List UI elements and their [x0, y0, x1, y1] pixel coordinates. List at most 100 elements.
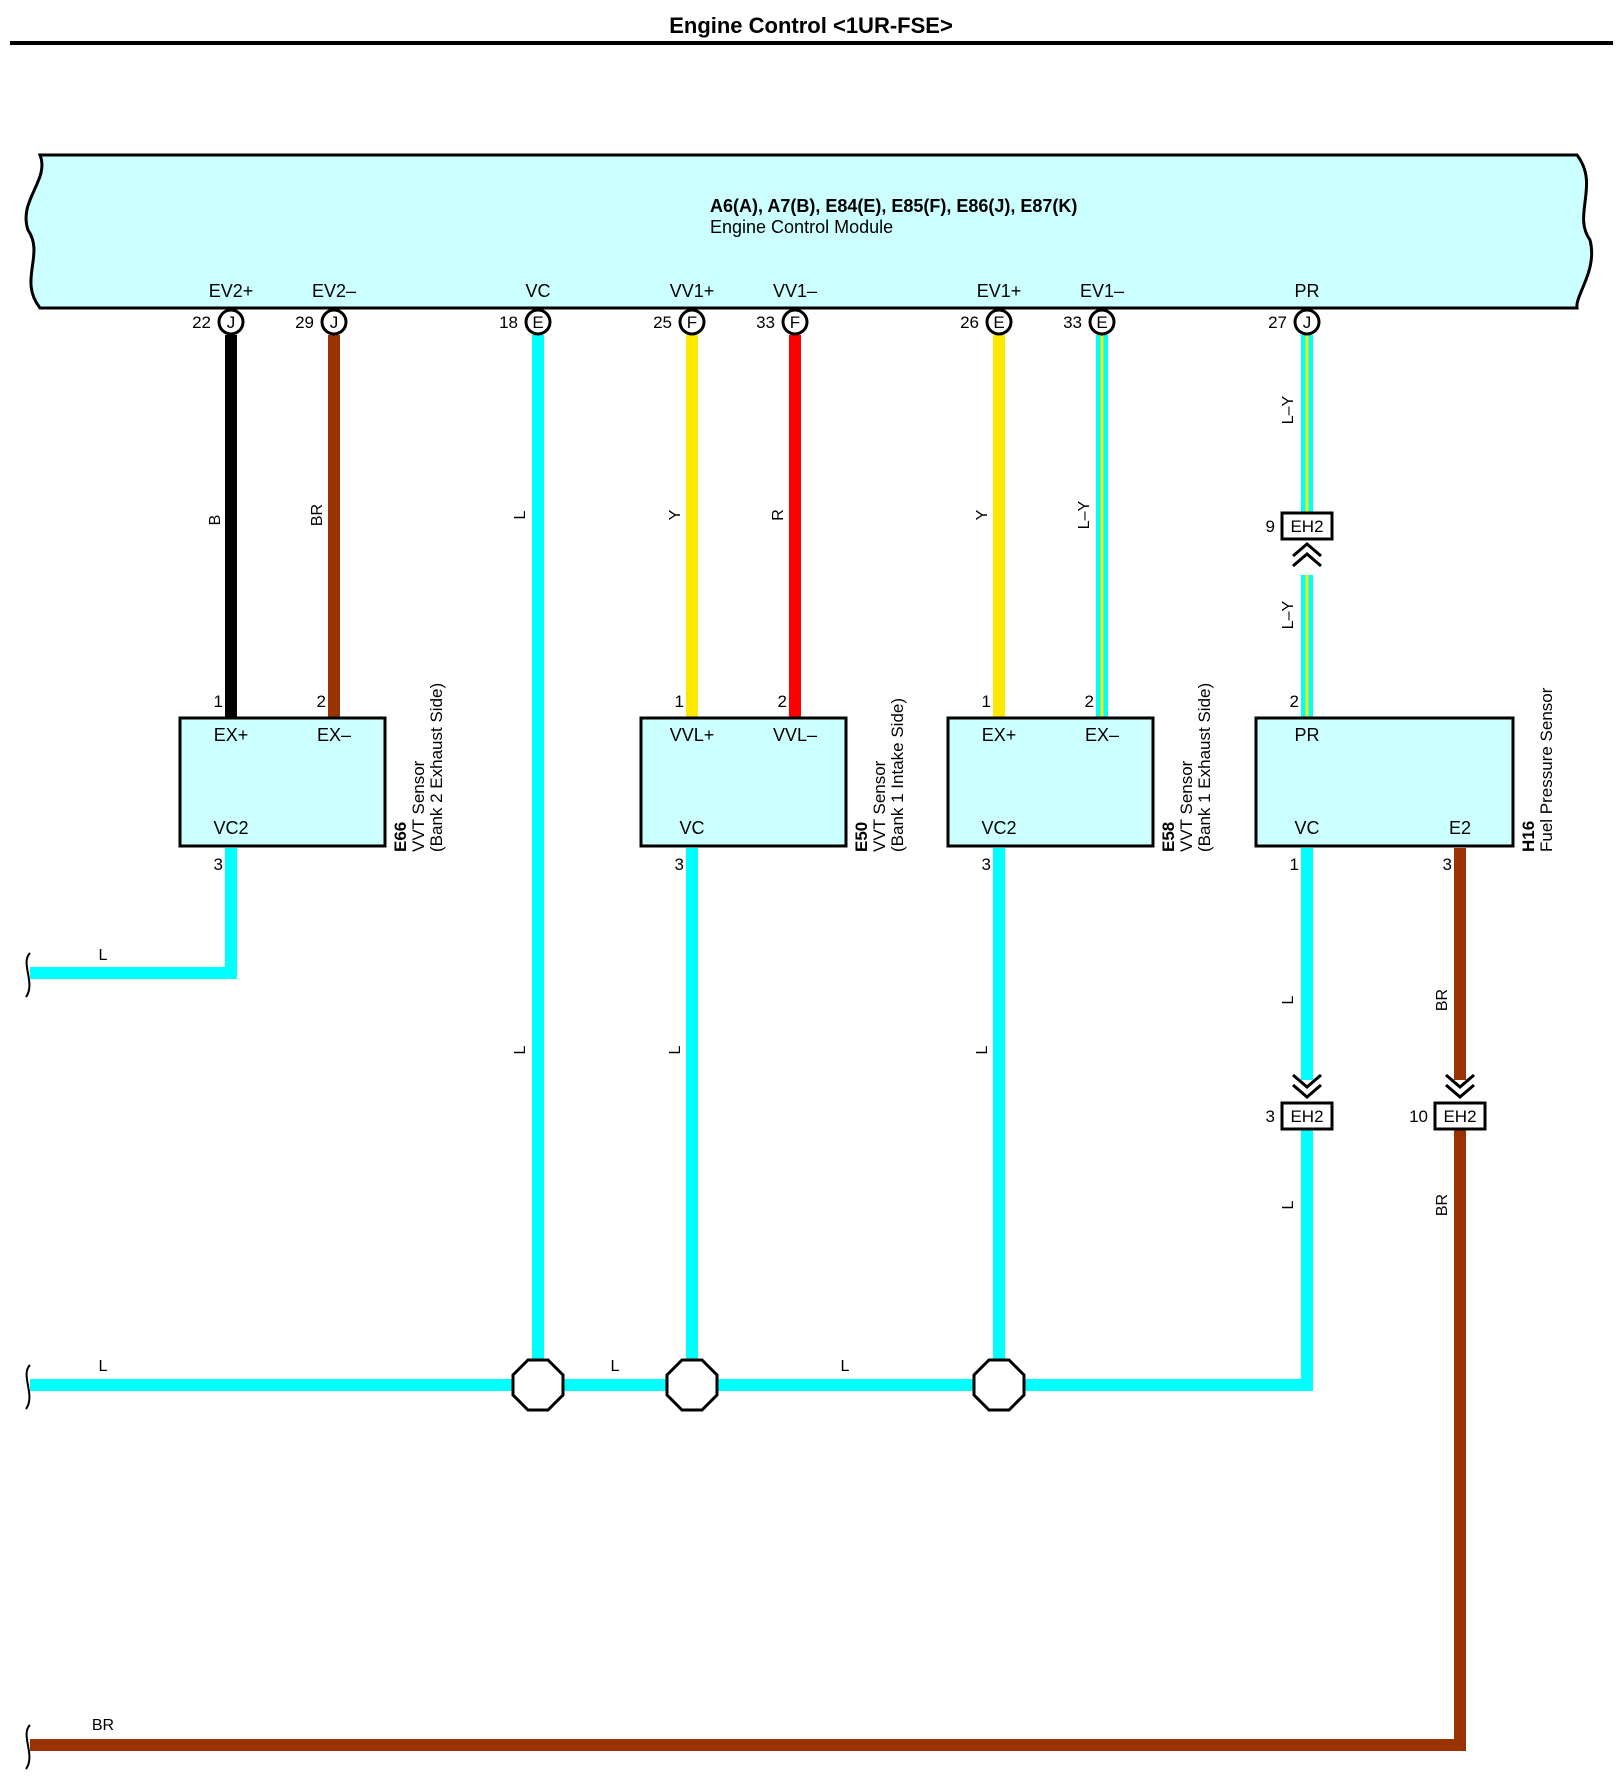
ecm-terminal-pr-conn: J	[1303, 313, 1312, 332]
ecm-pin-label-ev1m: EV1–	[1080, 281, 1124, 301]
e58-desc: (Bank 1 Exhaust Side)	[1195, 683, 1214, 852]
e58-pin1-num: 1	[982, 692, 991, 711]
ecm-terminal-vc-conn: E	[532, 313, 543, 332]
inline-connectors: EH2 9 EH2 3 EH2 10	[1266, 511, 1487, 1131]
e50-desc: (Bank 1 Intake Side)	[888, 698, 907, 852]
splices	[511, 1358, 1026, 1412]
ecm-terminal-ev2p-conn: J	[227, 313, 236, 332]
wire-label-br-h16-lower: BR	[1434, 1194, 1451, 1216]
h16-name: Fuel Pressure Sensor	[1537, 687, 1556, 852]
wire-label-r: R	[770, 509, 787, 521]
ecm-terminal-ev2m: J 29	[295, 308, 348, 336]
splice-e58	[972, 1358, 1026, 1412]
h16-pin3-num: 3	[1443, 855, 1452, 874]
ecm-terminal-pr-num: 27	[1268, 313, 1287, 332]
eh2-10-pin: 10	[1409, 1107, 1428, 1126]
inline-connector-eh2-10: EH2 10	[1409, 1073, 1487, 1131]
eh2-3-pin: 3	[1266, 1107, 1275, 1126]
inline-connector-eh2-3: EH2 3	[1266, 1073, 1334, 1131]
wire-label-br-bottom: BR	[92, 1717, 114, 1734]
ecm-terminal-pr: J 27	[1268, 308, 1321, 336]
e58-code: E58	[1159, 822, 1178, 852]
ecm-terminal-ev1m-conn: E	[1096, 313, 1107, 332]
e50-code: E50	[852, 822, 871, 852]
ecm-terminal-ev2p-num: 22	[192, 313, 211, 332]
wire-e66-vc2	[30, 848, 237, 979]
wire-label-l-vc-upper: L	[512, 510, 529, 519]
ecm-box	[24, 153, 1594, 310]
e50-pin2-label: VVL–	[773, 725, 817, 745]
splice-e50	[665, 1358, 719, 1412]
wires	[30, 335, 1466, 1751]
e66-code: E66	[391, 822, 410, 852]
e66-pin1-num: 1	[214, 692, 223, 711]
wire-label-y-ev1p: Y	[974, 509, 991, 520]
e50-pin3-num: 3	[675, 855, 684, 874]
e66-name: VVT Sensor	[409, 760, 428, 852]
wire-label-l-h16-upper: L	[1280, 995, 1297, 1004]
e50-name: VVT Sensor	[870, 760, 889, 852]
wire-labels: B BR L Y R Y L–Y L–Y L–Y L L L L L L BR …	[92, 395, 1451, 1734]
ecm-pin-label-pr: PR	[1294, 281, 1319, 301]
e50-pin3-label: VC	[679, 818, 704, 838]
ecm-pin-label-ev2p: EV2+	[209, 281, 254, 301]
ecm-name: Engine Control Module	[710, 217, 893, 237]
eh2-3-name: EH2	[1290, 1107, 1323, 1126]
ecm-pin-label-vv1m: VV1–	[773, 281, 817, 301]
wire-label-l-e50: L	[667, 1045, 684, 1054]
ecm-terminal-ev2p: J 22	[192, 308, 245, 336]
ecm-pin-label-ev1p: EV1+	[977, 281, 1022, 301]
splice-vc	[511, 1358, 565, 1412]
h16-pin3-label: E2	[1449, 818, 1471, 838]
e50-pin2-num: 2	[778, 692, 787, 711]
e66-pin3-num: 3	[214, 855, 223, 874]
wire-label-ly-pr-upper: L–Y	[1280, 395, 1297, 424]
inline-connector-eh2-9: EH2 9	[1266, 511, 1334, 568]
ecm-terminal-ev2m-conn: J	[330, 313, 339, 332]
wire-h16-e2-lower	[30, 1130, 1466, 1751]
e50-pin1-num: 1	[675, 692, 684, 711]
ecm-terminal-ev1m: E 33	[1063, 308, 1116, 336]
components: 1 2 3 EX+ EX– VC2 E66 VVT Sensor (Bank 2…	[178, 683, 1556, 874]
e58-name: VVT Sensor	[1177, 760, 1196, 852]
component-e66: 1 2 3 EX+ EX– VC2 E66 VVT Sensor (Bank 2…	[178, 683, 446, 874]
wire-label-ly-pr-lower: L–Y	[1280, 600, 1297, 629]
e58-pin3-num: 3	[982, 855, 991, 874]
h16-code: H16	[1519, 821, 1538, 852]
e66-pin2-num: 2	[317, 692, 326, 711]
e58-pin2-num: 2	[1085, 692, 1094, 711]
h16-pin1-num: 1	[1290, 855, 1299, 874]
ecm-terminal-ev1m-num: 33	[1063, 313, 1082, 332]
component-h16: 2 1 3 PR VC E2 H16 Fuel Pressure Sensor	[1254, 687, 1556, 874]
wire-h16-vc-lower	[1020, 1130, 1313, 1391]
ecm-terminal-vv1m-num: 33	[756, 313, 775, 332]
ecm-terminal-vc: E 18	[499, 308, 552, 336]
wire-label-l-e66: L	[99, 947, 108, 964]
ecm-terminal-ev1p-num: 26	[960, 313, 979, 332]
e66-pin3-label: VC2	[213, 818, 248, 838]
e66-pin2-label: EX–	[317, 725, 351, 745]
component-e50: 1 2 3 VVL+ VVL– VC E50 VVT Sensor (Bank …	[639, 692, 907, 874]
component-e58: 1 2 3 EX+ EX– VC2 E58 VVT Sensor (Bank 1…	[946, 683, 1214, 874]
ecm-terminal-vv1p-num: 25	[653, 313, 672, 332]
e50-pin1-label: VVL+	[670, 725, 715, 745]
ecm-terminal-vc-num: 18	[499, 313, 518, 332]
wire-label-br-ev2m: BR	[309, 504, 326, 526]
wire-label-l-bus-left: L	[99, 1358, 108, 1375]
break-mark-br	[25, 1724, 31, 1770]
ecm-terminal-vv1m: F 33	[756, 308, 809, 336]
wire-label-l-h16-lower: L	[1280, 1200, 1297, 1209]
ecm-connector-list: A6(A), A7(B), E84(E), E85(F), E86(J), E8…	[710, 196, 1077, 216]
ecm-terminal-ev2m-num: 29	[295, 313, 314, 332]
wire-label-l-bus-mid: L	[611, 1358, 620, 1375]
ecm-pin-label-vv1p: VV1+	[670, 281, 715, 301]
eh2-9-pin: 9	[1266, 517, 1275, 536]
wire-label-ly-ev1m: L–Y	[1076, 500, 1093, 529]
ecm-pin-label-ev2m: EV2–	[312, 281, 356, 301]
e58-pin1-label: EX+	[982, 725, 1017, 745]
ecm-terminal-ev1p-conn: E	[993, 313, 1004, 332]
wire-label-br-h16-upper: BR	[1434, 989, 1451, 1011]
e58-pin2-label: EX–	[1085, 725, 1119, 745]
break-mark-l-bus	[25, 1364, 31, 1410]
